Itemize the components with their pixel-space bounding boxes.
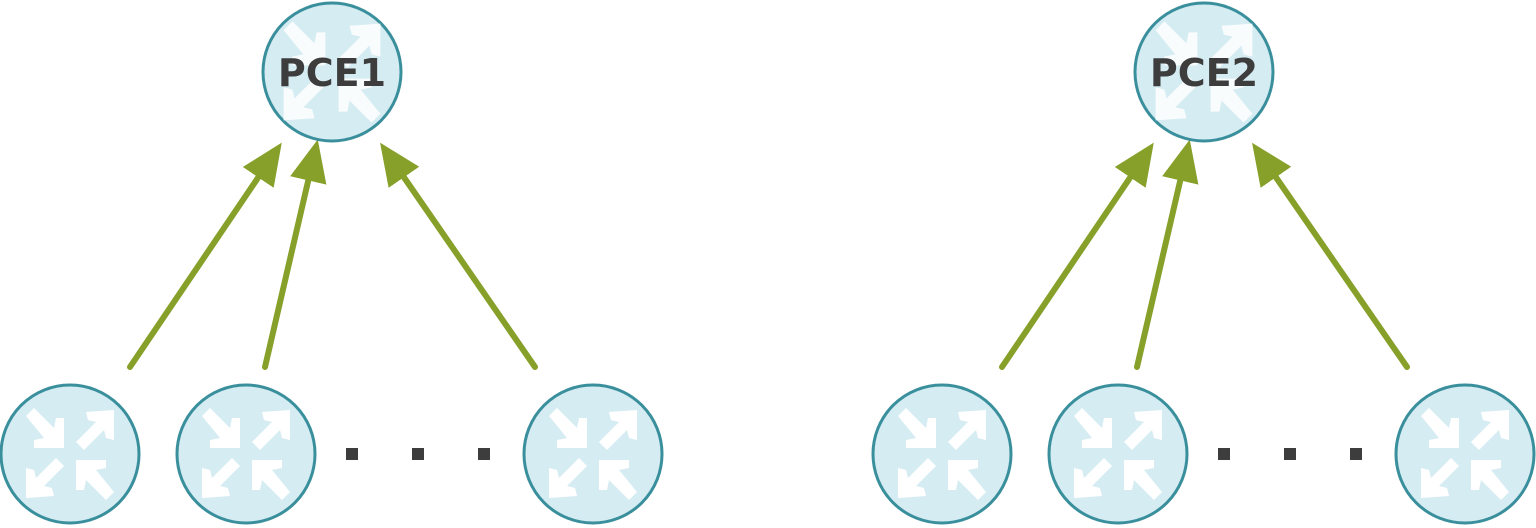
ellipsis-dot-1 bbox=[346, 448, 358, 460]
pce1-client-router-3-circle bbox=[522, 383, 664, 525]
pce1-client-router-2 bbox=[175, 383, 317, 525]
pce2-client-router-1 bbox=[871, 383, 1013, 525]
pce2-client-router-3-circle bbox=[1394, 383, 1536, 525]
pce1-label: PCE1 bbox=[278, 51, 386, 95]
pce2-node: PCE2 bbox=[1133, 1, 1275, 143]
pce1-ellipsis: · · · bbox=[346, 448, 490, 460]
pce2-client-router-3 bbox=[1394, 383, 1536, 525]
pce2-connection-arrow-2 bbox=[1134, 139, 1199, 370]
ellipsis-dot-3 bbox=[1350, 448, 1362, 460]
ellipsis-dot-2 bbox=[1284, 448, 1296, 460]
pce1-connection-arrow-2 bbox=[262, 139, 327, 370]
pce1-client-router-1-circle bbox=[0, 383, 141, 525]
pce2-connection-arrow-1 bbox=[999, 142, 1154, 370]
pce1-group: PCE1 · · · bbox=[0, 1, 664, 525]
pce1-client-router-3 bbox=[522, 383, 664, 525]
pce2-group: PCE2 · · · bbox=[871, 1, 1536, 525]
pce1-client-router-2-circle bbox=[175, 383, 317, 525]
pce1-node: PCE1 bbox=[261, 1, 403, 143]
pce1-connection-arrow-1 bbox=[127, 142, 282, 370]
pce2-connection-arrow-3 bbox=[1252, 142, 1410, 370]
pce2-client-router-2 bbox=[1047, 383, 1189, 525]
pce2-label: PCE2 bbox=[1150, 51, 1258, 95]
pce2-client-router-1-circle bbox=[871, 383, 1013, 525]
pce1-client-router-1 bbox=[0, 383, 141, 525]
ellipsis-dot-2 bbox=[412, 448, 424, 460]
ellipsis-dot-1 bbox=[1218, 448, 1230, 460]
pce1-connection-arrow-3 bbox=[380, 142, 538, 370]
ellipsis-dot-3 bbox=[478, 448, 490, 460]
pce2-client-router-2-circle bbox=[1047, 383, 1189, 525]
pce2-ellipsis: · · · bbox=[1218, 448, 1362, 460]
